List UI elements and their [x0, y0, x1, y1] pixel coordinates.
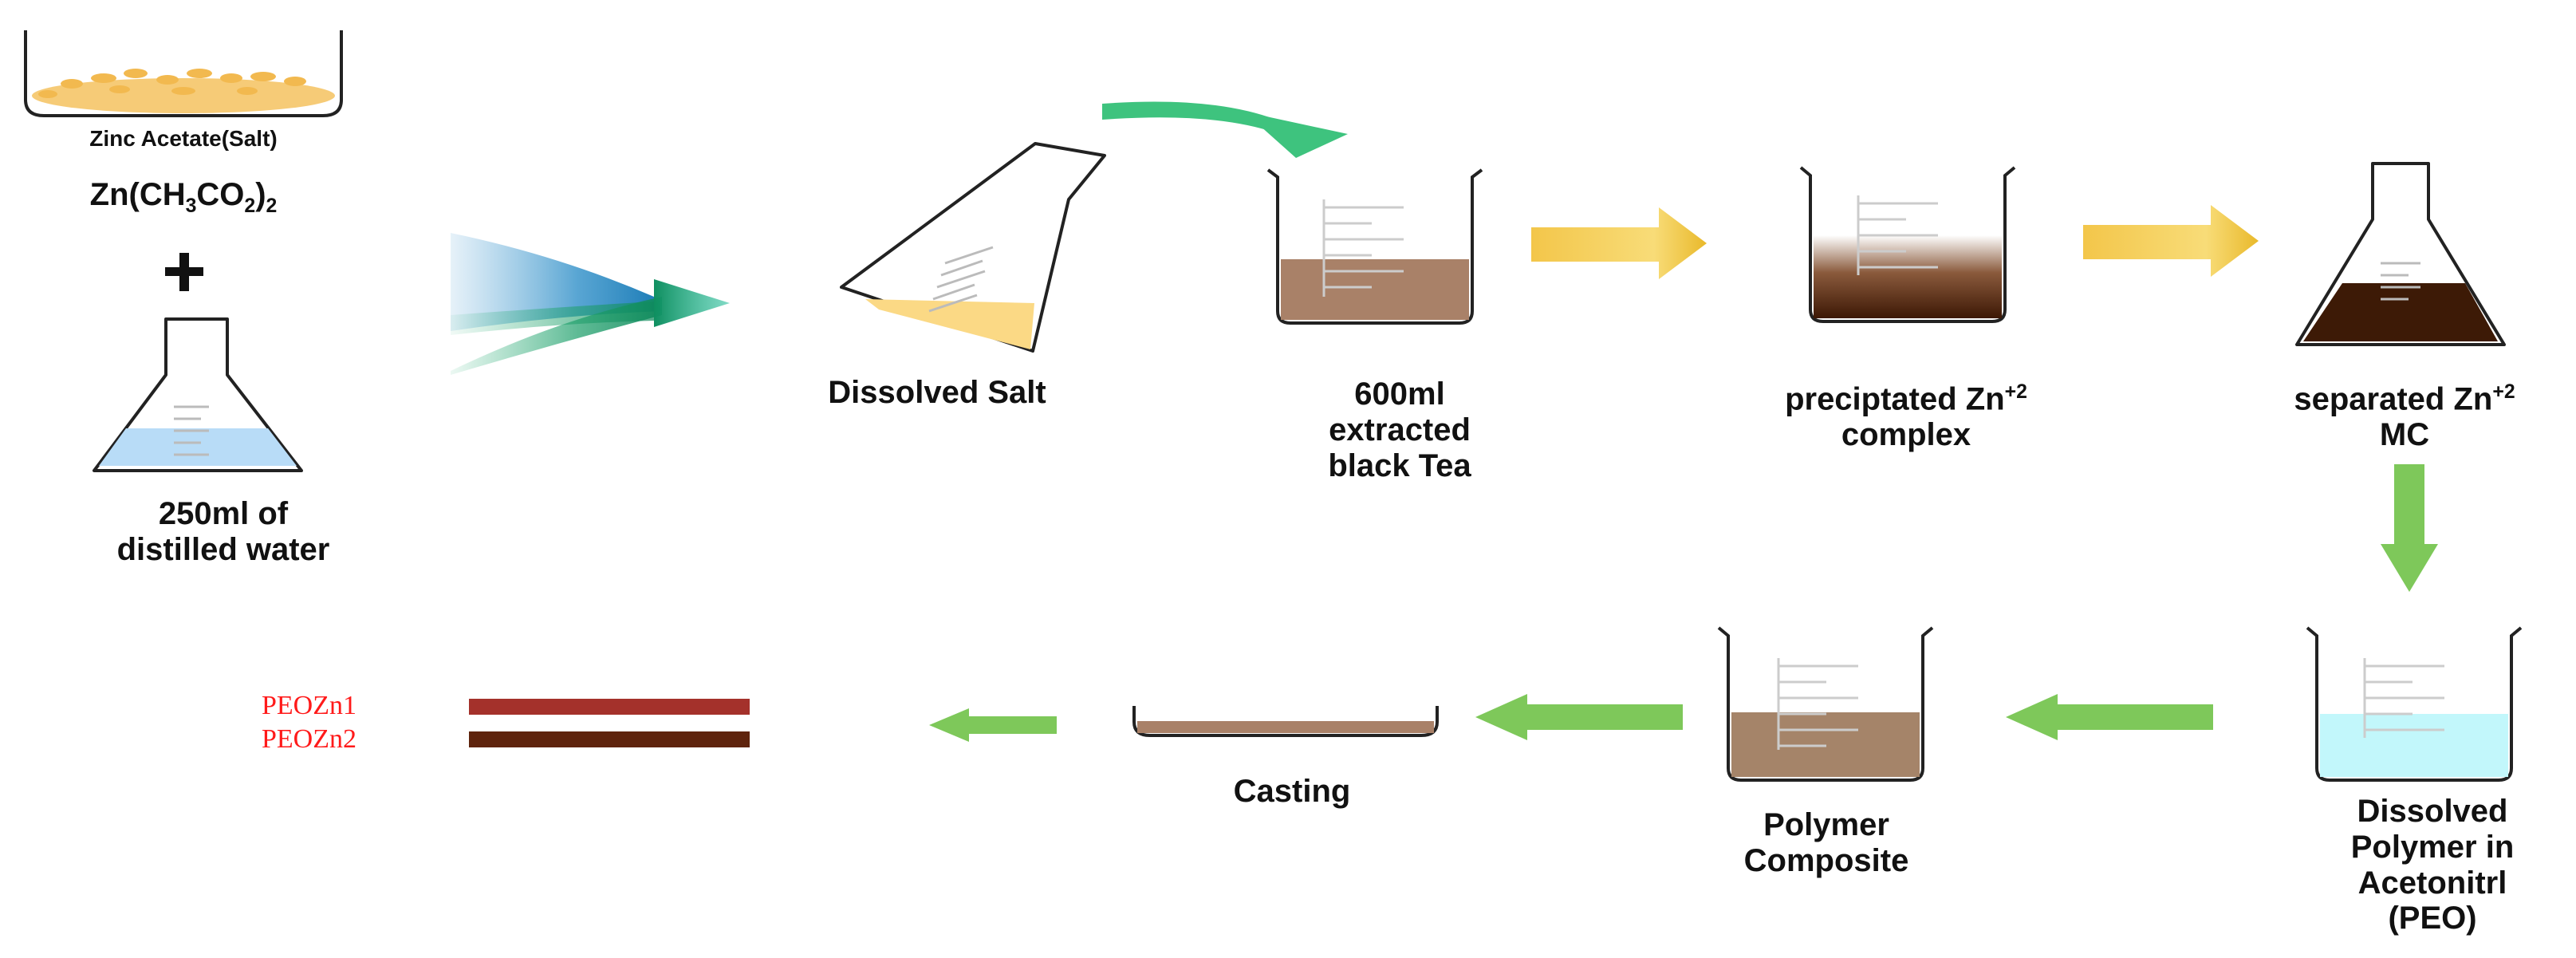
dissolved-polymer-label: Dissolved Polymer in Acetonitrl (PEO) [2350, 794, 2515, 936]
dissolved-salt-label: Dissolved Salt [828, 375, 1046, 410]
polymer-composite-label: Polymer Composite [1743, 807, 1909, 878]
precipitate-beaker-icon [1799, 166, 2016, 323]
tea-beaker-icon [1266, 168, 1483, 325]
precipitated-label: preciptated Zn+2 complex [1785, 381, 2027, 453]
film-peozn1 [469, 699, 750, 715]
composite-beaker-icon [1717, 626, 1934, 782]
water-flask-icon [93, 317, 303, 472]
salt-dish-icon [24, 30, 343, 117]
plus-icon [165, 253, 203, 291]
combine-arrow-icon [451, 233, 730, 375]
tilted-flask-icon [840, 142, 1106, 353]
peo-beaker-icon [2306, 626, 2523, 782]
casting-label: Casting [1233, 774, 1351, 809]
down-arrow-icon [2381, 464, 2438, 592]
film2-label: PEOZn2 [262, 724, 356, 754]
gold-arrow-1-icon [1531, 207, 1707, 279]
left-arrow-1-icon [2006, 694, 2213, 740]
salt-label: Zinc Acetate(Salt) [89, 126, 278, 151]
separated-flask-icon [2295, 162, 2506, 346]
left-arrow-2-icon [1475, 694, 1683, 740]
left-arrow-3-icon [929, 708, 1057, 742]
curved-arrow-icon [1102, 101, 1348, 158]
separated-label: separated Zn+2 MC [2294, 381, 2515, 453]
formula-label: Zn(CH3CO2)2 [89, 177, 278, 217]
film-peozn2 [469, 731, 750, 747]
film1-label: PEOZn1 [262, 691, 356, 720]
water-label: 250ml of distilled water [116, 496, 330, 567]
black-tea-label: 600ml extracted black Tea [1328, 376, 1471, 483]
gold-arrow-2-icon [2083, 205, 2259, 277]
petri-dish-icon [1132, 706, 1439, 737]
